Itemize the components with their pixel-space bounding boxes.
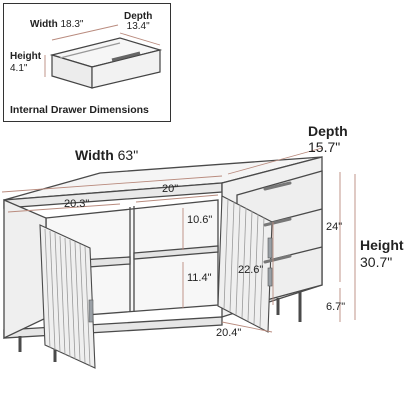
leg-height-dim: 6.7" xyxy=(326,301,346,313)
overall-width-label: Width 63" xyxy=(75,147,139,163)
drawer-dimension-lines xyxy=(44,24,161,77)
drawer-illustration xyxy=(49,37,163,89)
drawer-handles xyxy=(263,181,292,264)
drawer-stack-height-dim: 24" xyxy=(326,221,343,233)
drawer-width-label: Width 18.3" xyxy=(30,19,84,30)
drawer-height-label: Height 4.1" xyxy=(10,51,42,74)
interior-depth-dim: 20.4" xyxy=(216,327,242,339)
overall-depth-label: Depth 15.7" xyxy=(308,123,348,155)
inset-caption: Internal Drawer Dimensions xyxy=(10,104,149,116)
overall-height-label: Height 30.7" xyxy=(360,237,404,270)
handles xyxy=(88,237,273,323)
left-compartment-dim: 20.3" xyxy=(64,198,90,210)
right-compartment-height-dim: 22.6" xyxy=(238,264,264,276)
dimension-lines xyxy=(1,147,356,333)
lower-shelf-dim: 11.4" xyxy=(187,272,212,284)
left-door xyxy=(39,224,96,369)
upper-shelf-dim: 10.6" xyxy=(187,214,213,226)
middle-compartment-dim: 20" xyxy=(162,183,179,195)
right-door xyxy=(217,195,273,333)
drawer-depth-label: Depth 13.4" xyxy=(124,11,153,32)
